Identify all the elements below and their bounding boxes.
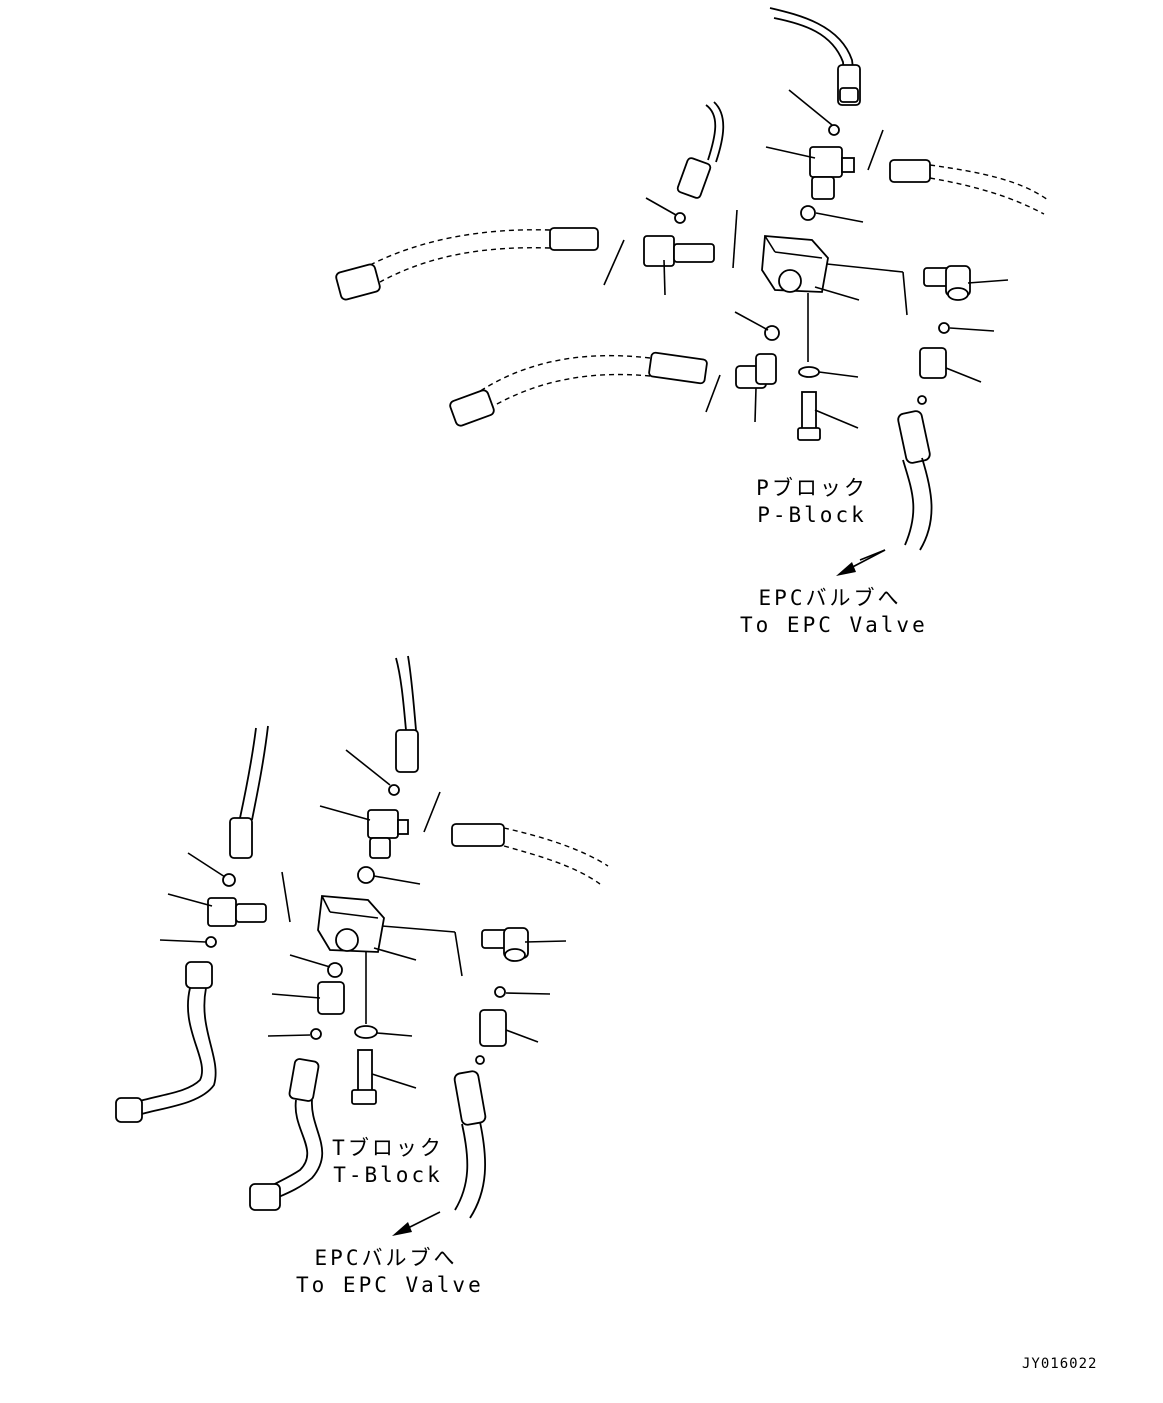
- t-block-label-jp: Tブロック: [332, 1136, 444, 1160]
- p-o-ring: [828, 124, 840, 136]
- p-block-assembly: [335, 7, 1049, 576]
- p-hose-top: [769, 7, 861, 106]
- p-elbow-fitting-right: [923, 265, 971, 301]
- p-epc-label-en: To EPC Valve: [740, 613, 928, 637]
- p-block-label-jp: Pブロック: [756, 476, 868, 500]
- p-leader-lines: [603, 89, 1009, 429]
- t-hose-top: [395, 655, 419, 773]
- t-epc-label-en: To EPC Valve: [296, 1273, 484, 1297]
- t-o-ring: [205, 936, 217, 948]
- t-block-assembly: [115, 655, 609, 1236]
- t-o-ring: [388, 784, 400, 796]
- p-o-ring: [674, 212, 686, 224]
- p-hose-left: [335, 227, 599, 301]
- t-o-ring: [475, 1055, 485, 1065]
- t-elbow-fitting-right: [481, 927, 529, 962]
- t-hose-lower-right: [453, 1070, 487, 1219]
- t-epc-arrow: [392, 1211, 441, 1236]
- t-o-ring: [310, 1028, 322, 1040]
- p-tee-fitting-top: [809, 146, 855, 200]
- t-straight-fitting-left: [317, 981, 345, 1015]
- t-block-body: [317, 895, 385, 953]
- t-hose-upper-left: [229, 725, 269, 859]
- t-hose-lower-middle: [249, 1058, 324, 1211]
- t-tee-fitting-left: [207, 897, 267, 927]
- p-straight-fitting-right: [919, 347, 947, 379]
- p-hose-bottom: [859, 410, 933, 561]
- p-tee-fitting-left: [643, 235, 715, 267]
- p-o-ring: [800, 205, 816, 221]
- t-bolt: [351, 1049, 377, 1105]
- t-epc-label-jp: EPCバルブへ: [314, 1246, 458, 1270]
- t-washer: [354, 1025, 378, 1039]
- t-straight-fitting-right: [479, 1009, 507, 1047]
- p-o-ring: [917, 395, 927, 405]
- t-tee-fitting-top: [367, 809, 409, 859]
- p-block-label-en: P-Block: [757, 503, 867, 527]
- p-hose-right: [889, 159, 1049, 215]
- t-block-label: Tブロック T-Block: [328, 1135, 448, 1189]
- t-hose-right: [451, 823, 609, 885]
- p-o-ring: [938, 322, 950, 334]
- t-epc-label: EPCバルブへ To EPC Valve: [296, 1245, 484, 1299]
- p-epc-arrow: [836, 549, 886, 576]
- p-washer: [798, 366, 820, 378]
- t-o-ring: [357, 866, 375, 884]
- p-hose-lower-left: [449, 351, 708, 427]
- t-hose-left: [115, 961, 217, 1123]
- t-o-ring: [494, 986, 506, 998]
- p-epc-label: EPCバルブへ To EPC Valve: [740, 585, 928, 639]
- p-elbow-fitting-lower-left: [735, 353, 777, 389]
- p-epc-label-jp: EPCバルブへ: [758, 586, 902, 610]
- p-hose-upper-left: [676, 101, 725, 199]
- p-block-label: Pブロック P-Block: [752, 475, 872, 529]
- t-o-ring: [327, 962, 343, 978]
- t-leader-lines: [159, 749, 567, 1089]
- p-o-ring: [764, 325, 780, 341]
- p-bolt: [797, 391, 821, 441]
- drawing-code: JY016022: [1022, 1356, 1098, 1372]
- p-block-body: [761, 235, 829, 293]
- t-block-label-en: T-Block: [333, 1163, 443, 1187]
- t-o-ring: [222, 873, 236, 887]
